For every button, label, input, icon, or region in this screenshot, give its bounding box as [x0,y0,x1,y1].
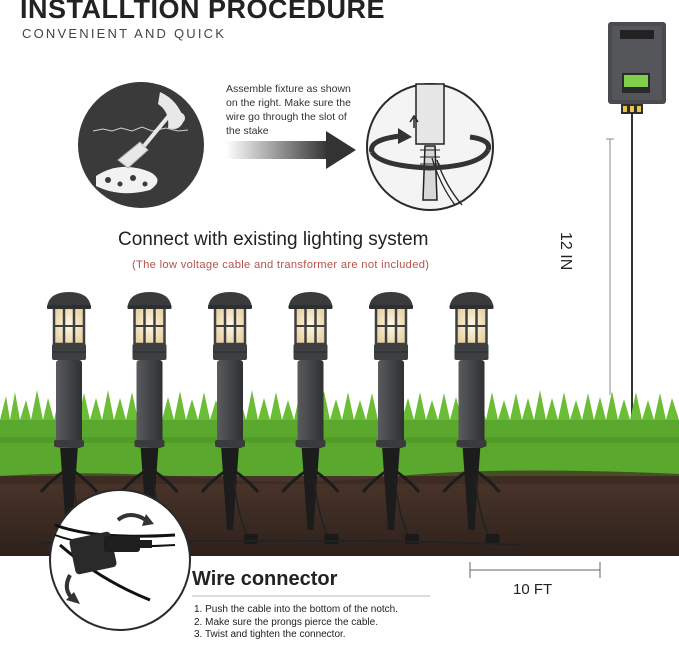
list-item: 3. Twist and tighten the connector. [194,629,346,640]
list-item: 2. Make sure the prongs pierce the cable… [194,616,378,628]
connector-zoom-circle [49,489,191,631]
grass-band [0,390,679,480]
instruction-line: Assemble fixture as shown [226,83,351,95]
rotate-icon [369,128,492,171]
path-light [361,292,421,544]
height-dimension [606,138,614,395]
path-lights [39,292,501,544]
arrow-right-icon [226,131,356,169]
wire-connector-steps: 1. Push the cable into the bottom of the… [194,604,398,642]
assembly-step-circle [366,83,494,211]
shovel-icon [92,92,189,194]
transformer [608,22,666,114]
assembly-instruction: Assemble fixture as shown on the right. … [226,82,356,138]
list-item: 1. Push the cable into the bottom of the… [194,604,399,615]
path-light [281,292,340,544]
connect-headline: Connect with existing lighting system [118,229,429,250]
path-light [39,292,99,544]
path-light [442,292,501,544]
path-light [200,292,260,544]
height-label: 12 IN [557,232,574,271]
length-label: 10 FT [513,581,553,598]
instruction-line: the stake [226,125,269,137]
instruction-line: wire go through the slot of [226,111,347,123]
wire-connector-title: Wire connector [192,568,338,590]
page-title: INSTALLTION PROCEDURE [20,0,385,24]
dig-step-circle [78,82,204,208]
instruction-line: on the right. Make sure the [226,97,351,109]
page-subtitle: CONVENIENT AND QUICK [22,26,227,41]
length-dimension [469,562,601,578]
not-included-note: (The low voltage cable and transformer a… [132,259,430,271]
connector-icon [54,513,176,604]
